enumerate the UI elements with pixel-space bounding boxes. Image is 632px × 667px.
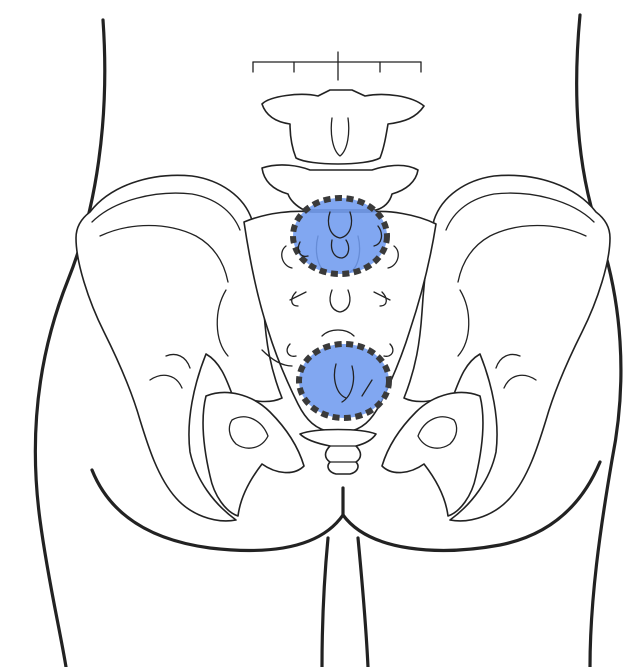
- right-ischium: [382, 393, 483, 516]
- scale-bar: [253, 52, 421, 80]
- coccyx-segments: [300, 430, 376, 475]
- coccyx: [300, 430, 376, 475]
- left-inner-thigh: [322, 538, 328, 667]
- right-torso-outline: [577, 15, 621, 667]
- upper-sacral-marker: [293, 198, 387, 274]
- left-torso-outline: [35, 20, 104, 667]
- lower-sacral-marker: [299, 344, 389, 418]
- left-ischium: [203, 393, 304, 516]
- lumbar-vertebrae: [262, 90, 424, 210]
- right-inner-thigh: [358, 538, 368, 667]
